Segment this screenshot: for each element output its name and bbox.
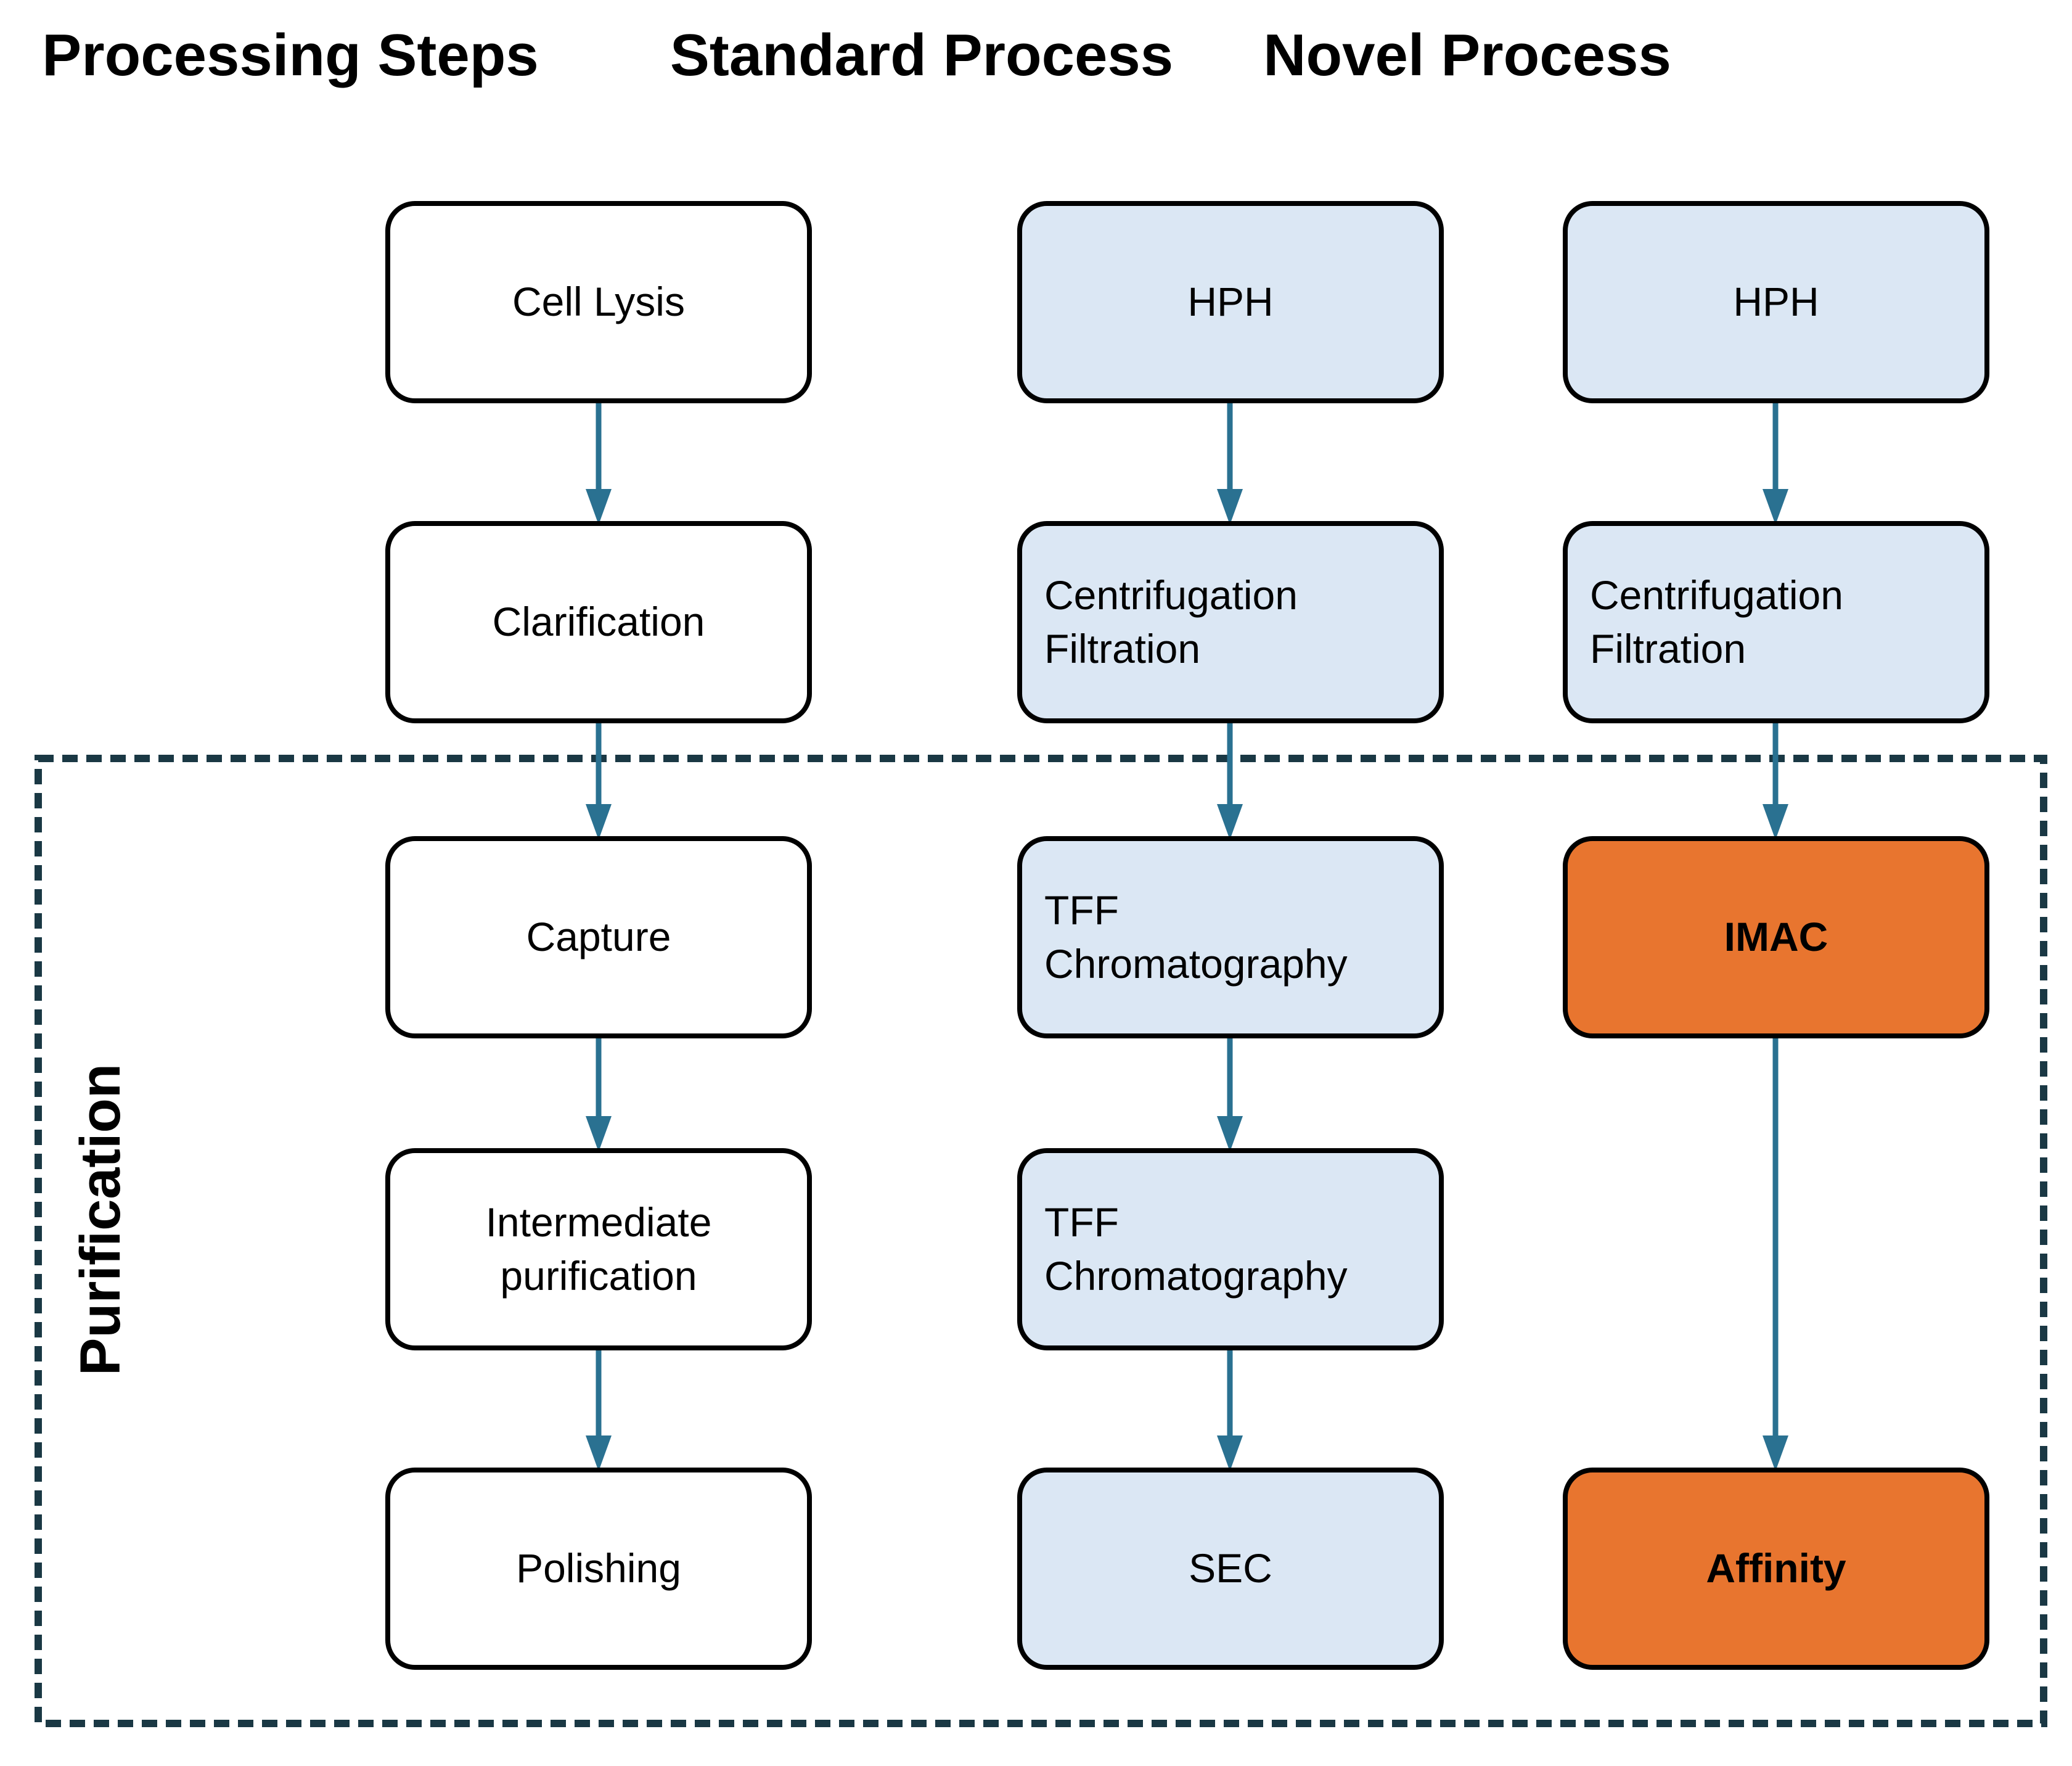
arrowhead-col2-row2-3 xyxy=(1217,804,1243,840)
arrowhead-col3-imac-affinity xyxy=(1763,1435,1788,1471)
box-standard-tff-chromatography-1: TFF Chromatography xyxy=(1017,836,1444,1038)
arrowhead-col3-row1-2 xyxy=(1763,489,1788,525)
purification-region-border xyxy=(35,755,2047,1727)
box-novel-affinity: Affinity xyxy=(1563,1468,1989,1670)
arrowhead-col1-row4-5 xyxy=(586,1435,612,1471)
arrowhead-col2-row4-5 xyxy=(1217,1435,1243,1471)
purification-region-label: Purification xyxy=(69,1063,132,1376)
box-standard-sec: SEC xyxy=(1017,1468,1444,1670)
arrowhead-col3-row2-3 xyxy=(1763,804,1788,840)
box-novel-hph: HPH xyxy=(1563,201,1989,403)
arrowhead-col2-row3-4 xyxy=(1217,1116,1243,1152)
column-header-standard-process: Standard Process xyxy=(670,22,1174,88)
column-header-novel-process: Novel Process xyxy=(1263,22,1671,88)
arrowhead-col2-row1-2 xyxy=(1217,489,1243,525)
box-polishing: Polishing xyxy=(385,1468,812,1670)
arrowhead-col1-row3-4 xyxy=(586,1116,612,1152)
arrowhead-col1-row2-3 xyxy=(586,804,612,840)
arrowhead-col1-row1-2 xyxy=(586,489,612,525)
box-standard-tff-chromatography-2: TFF Chromatography xyxy=(1017,1148,1444,1350)
box-cell-lysis: Cell Lysis xyxy=(385,201,812,403)
box-standard-centrifugation-filtration: Centrifugation Filtration xyxy=(1017,521,1444,723)
box-clarification: Clarification xyxy=(385,521,812,723)
column-header-processing-steps: Processing Steps xyxy=(42,22,539,88)
box-intermediate-purification: Intermediate purification xyxy=(385,1148,812,1350)
box-novel-centrifugation-filtration: Centrifugation Filtration xyxy=(1563,521,1989,723)
box-novel-imac: IMAC xyxy=(1563,836,1989,1038)
box-capture: Capture xyxy=(385,836,812,1038)
box-standard-hph: HPH xyxy=(1017,201,1444,403)
